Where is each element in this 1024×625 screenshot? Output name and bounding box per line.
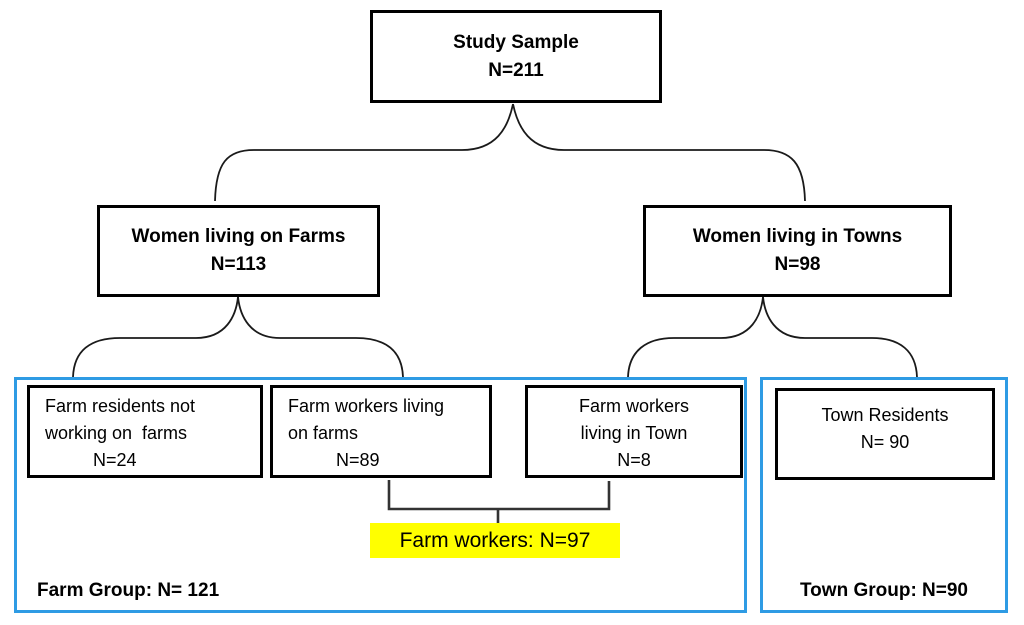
women-farms-title: Women living on Farms xyxy=(131,226,346,248)
farm-workers-in-town-n: N=8 xyxy=(617,450,651,470)
farm-workers-total-label: Farm workers: N=97 xyxy=(399,528,591,552)
farm-workers-on-farms-n: N=89 xyxy=(336,450,380,470)
town-group-label: Town Group: N=90 xyxy=(799,580,968,602)
women-farms-n: N=113 xyxy=(210,254,267,275)
farm-workers-total-highlight: Farm workers: N=97 xyxy=(370,523,620,558)
brace-towns-left xyxy=(627,296,764,378)
farm-workers-on-farms-box: Farm workers living on farms N=89 xyxy=(270,385,492,478)
brace-top-right xyxy=(512,103,806,202)
farm-workers-on-farms-line2: on farms xyxy=(288,423,359,443)
women-towns-box: Women living in Towns N=98 xyxy=(643,205,952,297)
brace-farms-left xyxy=(72,296,239,378)
farm-workers-in-town-box: Farm workers living in Town N=8 xyxy=(525,385,743,478)
women-towns-n: N=98 xyxy=(774,254,821,275)
town-residents-box: Town Residents N= 90 xyxy=(775,388,995,480)
farm-residents-line2: working on farms xyxy=(45,423,188,443)
study-sample-n: N=211 xyxy=(488,59,544,81)
brace-farms-right xyxy=(237,296,404,378)
farm-workers-on-farms-line1: Farm workers living xyxy=(288,396,445,416)
women-towns-title: Women living in Towns xyxy=(692,226,903,248)
brace-top-left xyxy=(214,103,514,202)
merge-bracket-farm-workers xyxy=(387,480,611,511)
women-farms-box: Women living on Farms N=113 xyxy=(97,205,380,297)
farm-workers-in-town-line1: Farm workers xyxy=(578,396,689,416)
study-sample-box: Study Sample N=211 xyxy=(370,10,662,103)
farm-residents-not-working-box: Farm residents not working on farms N=24 xyxy=(27,385,263,478)
farm-workers-in-town-line2: living in Town xyxy=(580,423,688,443)
brace-towns-right xyxy=(762,296,918,378)
farm-group-label: Farm Group: N= 121 xyxy=(37,580,220,602)
farm-residents-n: N=24 xyxy=(93,450,137,470)
farm-residents-line1: Farm residents not xyxy=(45,396,196,416)
study-sample-title: Study Sample xyxy=(453,31,579,53)
town-residents-line1: Town Residents xyxy=(821,405,949,425)
town-group-container: Town Group: N=90 xyxy=(760,377,1008,613)
town-residents-n: N= 90 xyxy=(860,432,910,452)
farm-group-container: Farm Group: N= 121 xyxy=(14,377,747,613)
